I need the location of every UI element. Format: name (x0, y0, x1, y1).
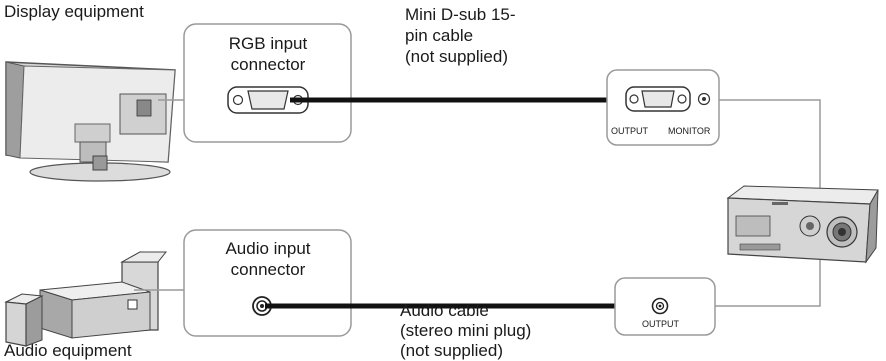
audio-cable-label-line2: (stereo mini plug) (400, 321, 531, 340)
audio-connector-box (183, 229, 352, 337)
output-label: OUTPUT (611, 126, 649, 136)
audio-cable-label-line1: Audio cable (400, 301, 489, 320)
projector-icon (726, 185, 879, 264)
vga-cable-label-line1: Mini D-sub 15- (405, 5, 516, 24)
monitor-label: MONITOR (668, 126, 711, 136)
display-equipment-label: Display equipment (4, 2, 144, 21)
vga-cable-label-line3: (not supplied) (405, 47, 508, 66)
audio-output-label: OUTPUT (642, 319, 680, 329)
audio-connector-label-line1: Audio input (225, 239, 310, 258)
audio-output-jack-icon (651, 297, 669, 315)
audio-equipment-icon (4, 251, 168, 347)
vga-port-icon (227, 86, 309, 114)
display-equipment-icon (5, 61, 176, 182)
vga-cable-label-line2: pin cable (405, 26, 473, 45)
vga-output-port-icon (625, 86, 711, 112)
audio-cable-label-line3: (not supplied) (400, 341, 503, 360)
rgb-connector-label-line1: RGB input (229, 34, 308, 53)
audio-connector-label-line2: connector (231, 260, 306, 279)
rgb-connector-box (183, 23, 352, 143)
projector-video-leader (719, 99, 821, 190)
projector-audio-leader (715, 240, 821, 307)
audio-equipment-label: Audio equipment (4, 341, 132, 360)
rgb-connector-label-line2: connector (231, 55, 306, 74)
